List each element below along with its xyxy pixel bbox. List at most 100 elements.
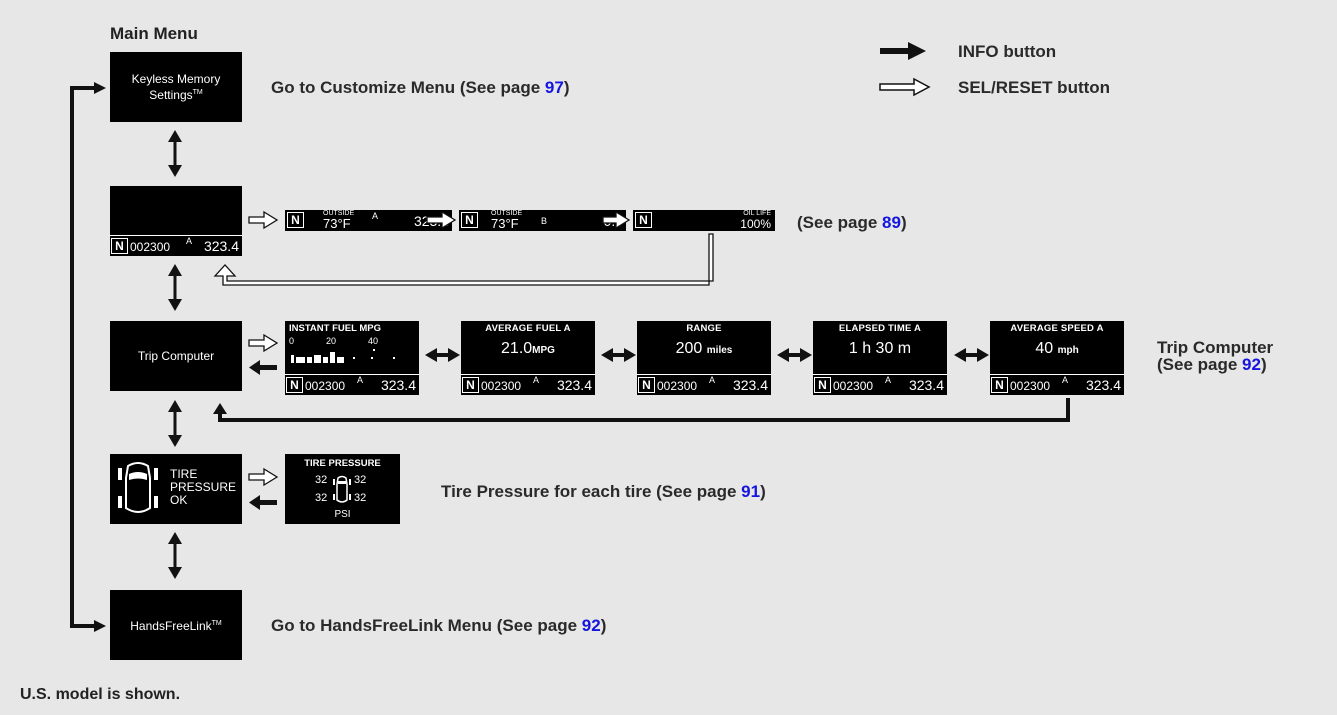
range-value: 200 bbox=[675, 340, 703, 357]
handsfreelink-screen: HandsFreeLinkTM bbox=[110, 590, 242, 660]
trip-screen-double-arrows bbox=[425, 348, 989, 362]
tire-pressure-detail-screen: TIRE PRESSURE 32 32 32 32 PSI bbox=[285, 454, 400, 524]
tire-rl-value: 32 bbox=[315, 492, 328, 504]
average-fuel-screen: AVERAGE FUEL A 21.0MPG N 002300 A 323.4 bbox=[461, 321, 595, 395]
tire-fr-value: 32 bbox=[354, 474, 367, 486]
oil-life-return-arrow bbox=[213, 233, 714, 286]
scale-0: 0 bbox=[289, 336, 295, 346]
hfl-caption-close: ) bbox=[600, 616, 607, 635]
trip-a-indicator: A bbox=[186, 236, 193, 246]
sel-arrows-odometer bbox=[248, 210, 631, 230]
keyless-caption-close: ) bbox=[563, 78, 570, 97]
footer-note: U.S. model is shown. bbox=[20, 686, 181, 703]
main-menu-title: Main Menu bbox=[110, 24, 198, 43]
odometer-line: N 002300 A 323.4 bbox=[110, 235, 242, 256]
odometer-value: 002300 bbox=[130, 240, 171, 254]
trip-a-indicator: A bbox=[357, 375, 364, 385]
trip-page-link[interactable]: 92 bbox=[1242, 355, 1261, 374]
trip-value: 323.4 bbox=[732, 377, 768, 393]
keyless-caption: Go to Customize Menu (See page 97) bbox=[271, 78, 570, 98]
trip-return-arrow bbox=[218, 398, 1070, 422]
odometer-value: 002300 bbox=[305, 379, 346, 393]
average-fuel-unit: MPG bbox=[532, 345, 555, 356]
trip-name: A bbox=[372, 211, 379, 221]
tire-pressure-screen: TIRE PRESSURE OK bbox=[110, 454, 242, 524]
oil-life-screen: N OIL LIFE 100% bbox=[633, 210, 775, 231]
tire-fl-value: 32 bbox=[315, 474, 328, 486]
gear-n-indicator: N bbox=[286, 377, 303, 393]
trip-value: 323.4 bbox=[556, 377, 592, 393]
odometer-screen: N 002300 A 323.4 bbox=[110, 186, 242, 256]
outside-label: OUTSIDE bbox=[491, 210, 523, 217]
odometer-line: N 002300 A 323.4 bbox=[813, 374, 947, 395]
odometer-line: N 002300 A 323.4 bbox=[990, 374, 1124, 395]
legend-info-label: INFO button bbox=[958, 42, 1057, 61]
odometer-page-link[interactable]: 89 bbox=[882, 213, 901, 232]
odometer-caption-text: (See page bbox=[797, 213, 883, 232]
average-fuel-reading: 21.0MPG bbox=[461, 340, 595, 358]
trip-a-indicator: A bbox=[533, 375, 540, 385]
oil-life-label: OIL LIFE bbox=[743, 210, 771, 217]
gear-n-indicator: N bbox=[462, 377, 479, 393]
gear-n-indicator: N bbox=[461, 212, 478, 228]
legend-sel-label: SEL/RESET button bbox=[958, 78, 1111, 97]
average-speed-reading: 40 mph bbox=[990, 340, 1124, 358]
tire-caption-close: ) bbox=[760, 482, 766, 501]
scale-40: 40 bbox=[368, 336, 379, 346]
instant-fuel-screen: INSTANT FUEL MPG 0 20 40 N 002300 A 323.… bbox=[285, 321, 419, 395]
gear-n-indicator: N bbox=[635, 212, 652, 228]
trip-a-indicator: A bbox=[709, 375, 716, 385]
gear-n-indicator: N bbox=[814, 377, 831, 393]
odometer-caption: (See page 89) bbox=[797, 213, 907, 233]
range-title: RANGE bbox=[686, 323, 722, 334]
keyless-tm: TM bbox=[192, 89, 203, 96]
odometer-value: 002300 bbox=[833, 379, 874, 393]
gear-n-indicator: N bbox=[287, 212, 304, 228]
odometer-value: 002300 bbox=[481, 379, 522, 393]
legend-info-arrow bbox=[880, 42, 926, 60]
trip-value: 323.4 bbox=[203, 238, 239, 254]
tire-rr-value: 32 bbox=[354, 492, 367, 504]
average-speed-value: 40 bbox=[1035, 340, 1054, 357]
elapsed-time-title: ELAPSED TIME A bbox=[838, 323, 922, 334]
keyless-line1: Keyless Memory bbox=[131, 72, 221, 86]
tire-sel-arrow bbox=[248, 467, 279, 487]
tire-line1: TIRE bbox=[170, 467, 198, 481]
handsfreelink-label: HandsFreeLink bbox=[130, 619, 212, 633]
tire-page-link[interactable]: 91 bbox=[741, 482, 761, 501]
car-top-view-icon bbox=[118, 462, 158, 513]
average-speed-unit: mph bbox=[1057, 345, 1079, 356]
oil-life-value: 100% bbox=[740, 217, 771, 231]
tire-line2: PRESSURE bbox=[170, 480, 237, 494]
range-reading: 200 miles bbox=[637, 340, 771, 358]
trip-computer-label: Trip Computer bbox=[137, 349, 215, 363]
trip-computer-screen: Trip Computer bbox=[110, 321, 242, 391]
elapsed-time-screen: ELAPSED TIME A 1 h 30 m N 002300 A 323.4 bbox=[813, 321, 947, 395]
gear-n-indicator: N bbox=[111, 238, 128, 254]
hfl-page-link[interactable]: 92 bbox=[581, 616, 601, 635]
main-loop-arrow bbox=[70, 82, 106, 632]
instant-fuel-title: INSTANT FUEL MPG bbox=[289, 323, 382, 334]
outside-temp: 73°F bbox=[491, 216, 519, 231]
trip-name: B bbox=[541, 216, 548, 226]
tire-pressure-title: TIRE PRESSURE bbox=[304, 458, 381, 469]
tire-unit: PSI bbox=[334, 509, 351, 520]
trip-caption-close: ) bbox=[1260, 355, 1267, 374]
average-fuel-value: 21.0 bbox=[501, 340, 533, 357]
tire-line3: OK bbox=[170, 493, 188, 507]
average-speed-screen: AVERAGE SPEED A 40 mph N 002300 A 323.4 bbox=[990, 321, 1124, 395]
range-unit: miles bbox=[706, 345, 733, 356]
scale-20: 20 bbox=[326, 336, 337, 346]
trip-caption-text: (See page bbox=[1157, 355, 1243, 374]
odometer-line: N 002300 A 323.4 bbox=[285, 374, 419, 395]
keyless-caption-text: Go to Customize Menu (See page bbox=[271, 78, 545, 97]
odometer-line: N 002300 A 323.4 bbox=[461, 374, 595, 395]
trip-value: 323.4 bbox=[908, 377, 944, 393]
odometer-line: N 002300 A 323.4 bbox=[637, 374, 771, 395]
outside-temp-trip-a-screen: N OUTSIDE 73°F A 323.4 bbox=[285, 210, 452, 231]
trip-value: 323.4 bbox=[380, 377, 416, 393]
keyless-page-link[interactable]: 97 bbox=[544, 78, 564, 97]
average-speed-title: AVERAGE SPEED A bbox=[1010, 323, 1104, 334]
gear-n-indicator: N bbox=[638, 377, 655, 393]
